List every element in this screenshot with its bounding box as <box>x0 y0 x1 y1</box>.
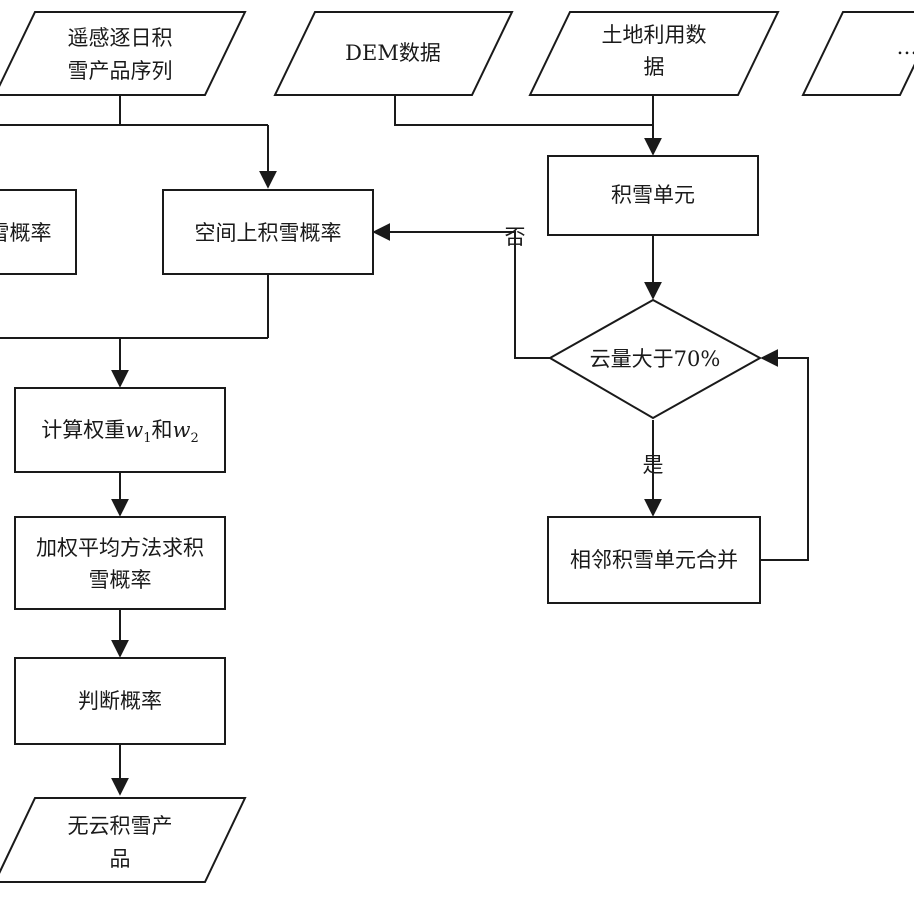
edge-decision-no-to-spatial <box>372 223 550 359</box>
node-input-snow-series: 遥感逐日积 雪产品序列 <box>0 11 247 96</box>
compute-weights-sub2: 2 <box>190 431 198 446</box>
input-landuse-line1: 土地利用数 <box>602 23 707 47</box>
node-weighted-average: 加权平均方法求积 雪概率 <box>14 516 226 610</box>
merge-units-label: 相邻积雪单元合并 <box>570 548 738 572</box>
temporal-probability-label: 时间上积雪概率 <box>0 221 52 245</box>
input-snow-series-line2: 雪产品序列 <box>68 59 173 83</box>
input-dem-label: DEM数据 <box>345 41 441 65</box>
snow-unit-label: 积雪单元 <box>611 183 695 207</box>
node-judge-probability: 判断概率 <box>14 657 226 745</box>
weighted-average-line2: 雪概率 <box>89 568 152 592</box>
judge-probability-label: 判断概率 <box>78 689 162 713</box>
edge-dem-to-snowunit <box>394 95 653 126</box>
node-merge-units: 相邻积雪单元合并 <box>547 516 761 604</box>
compute-weights-text: 计算权重 <box>41 418 125 442</box>
node-output: 无云积雪产 品 <box>0 797 247 883</box>
spatial-probability-label: 空间上积雪概率 <box>195 221 342 245</box>
node-compute-weights: 计算权重w1和w2 <box>14 387 226 473</box>
node-temporal-probability: 时间上积雪概率 <box>0 189 77 275</box>
compute-weights-w2: w <box>173 418 191 442</box>
input-landuse-line2: 据 <box>644 55 665 79</box>
compute-weights-w1: w <box>125 418 143 442</box>
compute-weights-label: 计算权重w1和w2 <box>41 418 199 446</box>
input-snow-series-line1: 遥感逐日积 <box>68 26 173 50</box>
edge-label-yes: 是 <box>643 453 664 477</box>
node-cloud-decision: 云量大于70% <box>547 298 763 420</box>
output-line1: 无云积雪产 <box>68 814 173 838</box>
node-input-more: … <box>801 11 914 96</box>
compute-weights-sub1: 1 <box>143 431 151 446</box>
node-input-landuse: 土地利用数 据 <box>528 11 780 96</box>
input-more-label: … <box>897 35 914 59</box>
compute-weights-and: 和 <box>152 418 173 442</box>
node-input-dem: DEM数据 <box>273 11 514 96</box>
node-snow-unit: 积雪单元 <box>547 155 759 236</box>
output-line2: 品 <box>110 847 131 871</box>
edges <box>0 95 809 796</box>
cloud-decision-label: 云量大于70% <box>590 347 721 371</box>
edge-merge-loop-to-decision <box>760 349 809 561</box>
weighted-average-line1: 加权平均方法求积 <box>36 536 204 560</box>
node-spatial-probability: 空间上积雪概率 <box>162 189 374 275</box>
edge-label-no: 否 <box>505 225 526 249</box>
